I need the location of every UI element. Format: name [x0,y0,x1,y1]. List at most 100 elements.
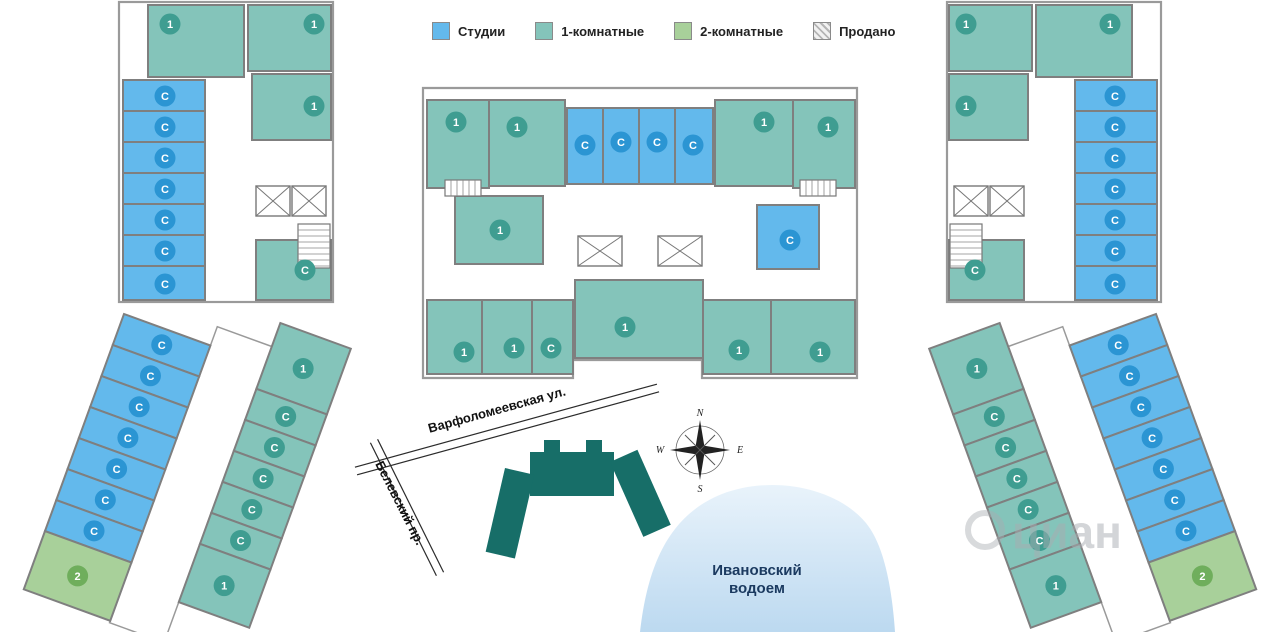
unit-badge[interactable]: 1 [1045,575,1067,597]
unit-badge[interactable]: С [1152,458,1174,480]
unit-badge[interactable]: С [1175,520,1197,542]
unit-badge[interactable]: С [154,240,176,262]
unit-badge[interactable]: С [1164,489,1186,511]
unit-badge[interactable]: С [1017,499,1039,521]
svg-text:1: 1 [736,345,742,357]
unit-badge[interactable]: 1 [955,13,977,35]
unit-badge[interactable]: С [154,209,176,231]
unit-badge[interactable]: 2 [1191,565,1213,587]
unit-badge[interactable]: 1 [809,341,831,363]
unit-badge[interactable]: С [83,520,105,542]
unit-badge[interactable]: С [294,259,316,281]
svg-text:С: С [282,411,290,423]
unit-badge[interactable]: С [275,405,297,427]
unit-badge[interactable]: С [1104,178,1126,200]
unit-badge[interactable]: 1 [728,339,750,361]
unit-badge[interactable]: С [230,530,252,552]
unit-badge[interactable]: 1 [213,575,235,597]
unit-1room[interactable] [948,4,1033,72]
unit-badge[interactable]: С [252,468,274,490]
unit-1room[interactable] [488,99,566,187]
unit-badge[interactable]: С [682,134,704,156]
unit-1room[interactable] [770,299,856,375]
unit-badge[interactable]: С [1119,365,1141,387]
unit-badge[interactable]: С [263,436,285,458]
unit-badge[interactable]: С [1104,85,1126,107]
unit-badge[interactable]: С [106,458,128,480]
unit-badge[interactable]: С [1006,468,1028,490]
unit-badge[interactable]: С [139,365,161,387]
unit-badge[interactable]: 1 [506,116,528,138]
unit-badge[interactable]: С [128,396,150,418]
svg-text:С: С [547,343,555,355]
unit-1room[interactable] [426,299,483,375]
unit-badge[interactable]: С [1141,427,1163,449]
unit-badge[interactable]: С [1104,240,1126,262]
legend-item-sold[interactable]: Продано [813,22,895,40]
legend-item-studio[interactable]: Студии [432,22,505,40]
unit-badge[interactable]: 1 [159,13,181,35]
unit-badge[interactable]: 1 [614,316,636,338]
unit-1room[interactable] [481,299,533,375]
unit-badge[interactable]: С [1104,116,1126,138]
unit-badge[interactable]: 1 [453,341,475,363]
unit-badge[interactable]: С [154,273,176,295]
unit-badge[interactable]: 1 [445,111,467,133]
svg-text:1: 1 [514,122,520,134]
svg-text:1: 1 [1107,19,1113,31]
compass-s: S [698,484,703,495]
unit-badge[interactable]: 1 [489,219,511,241]
unit-badge[interactable]: С [574,134,596,156]
unit-1room[interactable] [792,99,856,189]
unit-badge[interactable]: С [646,131,668,153]
svg-text:С: С [786,235,794,247]
legend-item-two-room[interactable]: 2-комнатные [674,22,783,40]
svg-text:С: С [161,246,169,258]
svg-text:1: 1 [453,117,459,129]
unit-1room[interactable] [531,299,574,375]
unit-1room[interactable] [1035,4,1133,78]
unit-badge[interactable]: С [540,337,562,359]
unit-1room[interactable] [714,99,794,187]
unit-badge[interactable]: С [610,131,632,153]
unit-badge[interactable]: С [241,499,263,521]
unit-badge[interactable]: С [779,229,801,251]
unit-studio[interactable] [674,107,714,185]
svg-text:С: С [1002,442,1010,454]
one-room-swatch-icon [535,22,554,40]
legend-item-one-room[interactable]: 1-комнатные [535,22,644,40]
unit-badge[interactable]: С [151,334,173,356]
unit-badge[interactable]: 1 [303,95,325,117]
svg-text:С: С [1171,495,1179,507]
unit-badge[interactable]: 1 [1099,13,1121,35]
unit-badge[interactable]: 1 [955,95,977,117]
unit-badge[interactable]: С [1028,530,1050,552]
unit-1room[interactable] [147,4,245,78]
unit-badge[interactable]: С [154,116,176,138]
unit-badge[interactable]: 1 [303,13,325,35]
unit-badge[interactable]: С [154,85,176,107]
unit-badge[interactable]: С [154,147,176,169]
unit-1room[interactable] [574,279,704,359]
unit-badge[interactable]: С [94,489,116,511]
unit-badge[interactable]: 1 [503,337,525,359]
svg-text:С: С [161,91,169,103]
unit-badge[interactable]: С [1104,273,1126,295]
unit-badge[interactable]: 1 [292,358,314,380]
unit-badge[interactable]: С [1107,334,1129,356]
svg-text:С: С [124,433,132,445]
unit-badge[interactable]: С [964,259,986,281]
unit-badge[interactable]: 1 [753,111,775,133]
unit-badge[interactable]: С [154,178,176,200]
unit-badge[interactable]: 1 [817,116,839,138]
unit-badge[interactable]: С [117,427,139,449]
unit-badge[interactable]: С [1104,147,1126,169]
unit-badge[interactable]: С [1104,209,1126,231]
unit-badge[interactable]: 2 [67,565,89,587]
unit-badge[interactable]: С [1130,396,1152,418]
unit-1room[interactable] [702,299,772,375]
unit-badge[interactable]: С [983,405,1005,427]
unit-badge[interactable]: С [995,436,1017,458]
unit-badge[interactable]: 1 [966,358,988,380]
